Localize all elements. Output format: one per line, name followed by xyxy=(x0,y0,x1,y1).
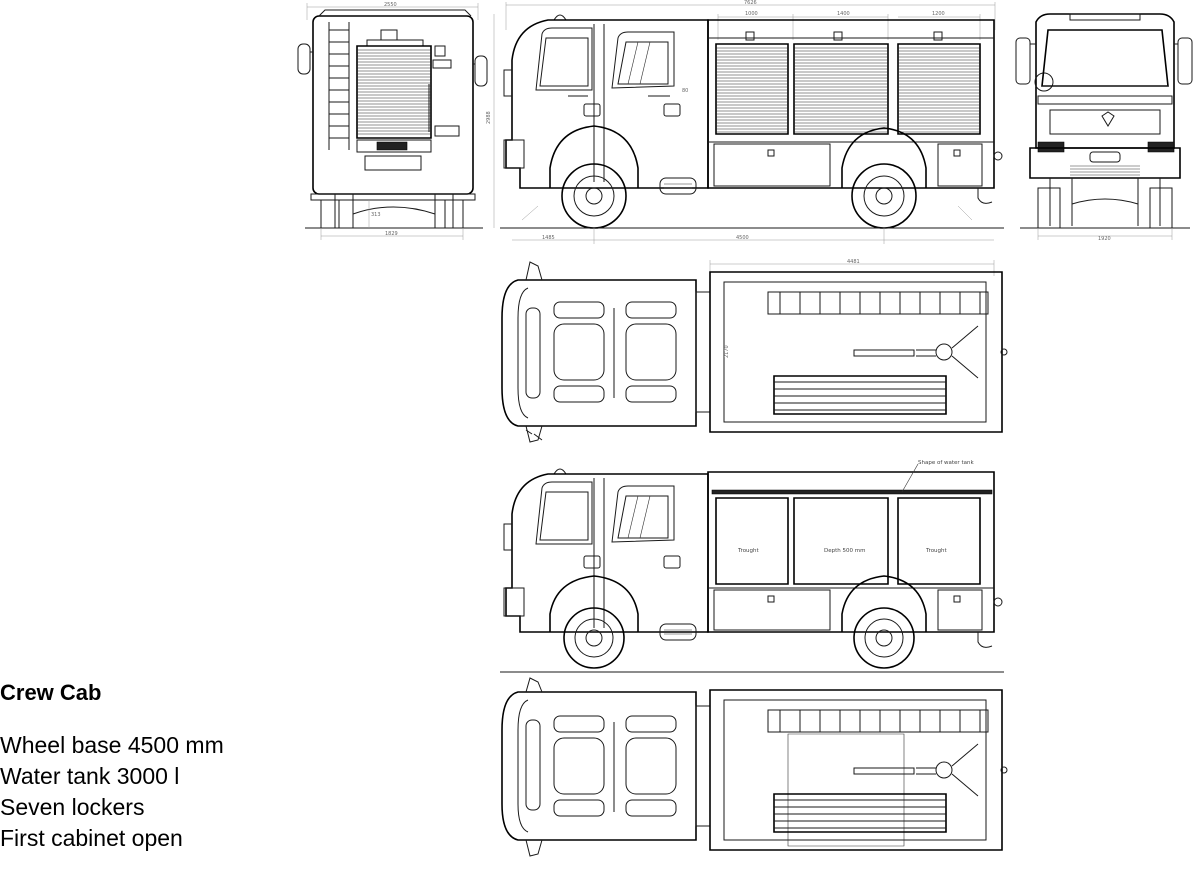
dim-wheel-base: 4500 xyxy=(736,235,749,241)
dim-locker-3: 1200 xyxy=(932,11,945,17)
spec-water-tank: Water tank 3000 l xyxy=(0,763,180,789)
top-view-closed: 4481 2170 xyxy=(498,259,1010,448)
spec-lockers: Seven lockers xyxy=(0,794,145,820)
label-water-tank-shape: Shape of water tank xyxy=(918,460,974,466)
dim-locker-1: 1000 xyxy=(745,11,758,17)
label-trough-right: Trought xyxy=(925,548,948,554)
label-trough-center: Depth 500 mm xyxy=(824,548,865,554)
dim-front-overhang: 1485 xyxy=(542,235,555,241)
side-view-closed: 7626 1000 1400 1200 2988 80 xyxy=(486,0,1008,250)
dim-body-length: 4481 xyxy=(847,259,860,265)
dim-body-width: 2170 xyxy=(724,345,730,358)
side-view-open: Trought Depth 500 mm Trought Shape of wa… xyxy=(498,460,1008,682)
dim-locker-2: 1400 xyxy=(837,11,850,17)
spec-wheel-base: Wheel base 4500 mm xyxy=(0,732,224,758)
top-view-open xyxy=(498,676,1010,866)
dim-rear-track: 1829 xyxy=(385,231,398,237)
dim-rear-clearance: 313 xyxy=(371,212,381,218)
dim-cab-step: 80 xyxy=(682,88,688,94)
dim-rear-width: 2550 xyxy=(384,2,397,8)
rear-view: 2550 1829 313 xyxy=(295,2,490,245)
caption-title: Crew Cab xyxy=(0,680,102,705)
dim-overall-length: 7626 xyxy=(744,0,757,6)
front-view: 1920 xyxy=(1010,8,1198,242)
spec-cabinet: First cabinet open xyxy=(0,825,183,851)
label-trough-left: Trought xyxy=(737,548,760,554)
spec-caption: Crew Cab Wheel base 4500 mm Water tank 3… xyxy=(0,680,320,854)
dim-height: 2988 xyxy=(486,111,492,124)
dim-front-track: 1920 xyxy=(1098,236,1111,242)
